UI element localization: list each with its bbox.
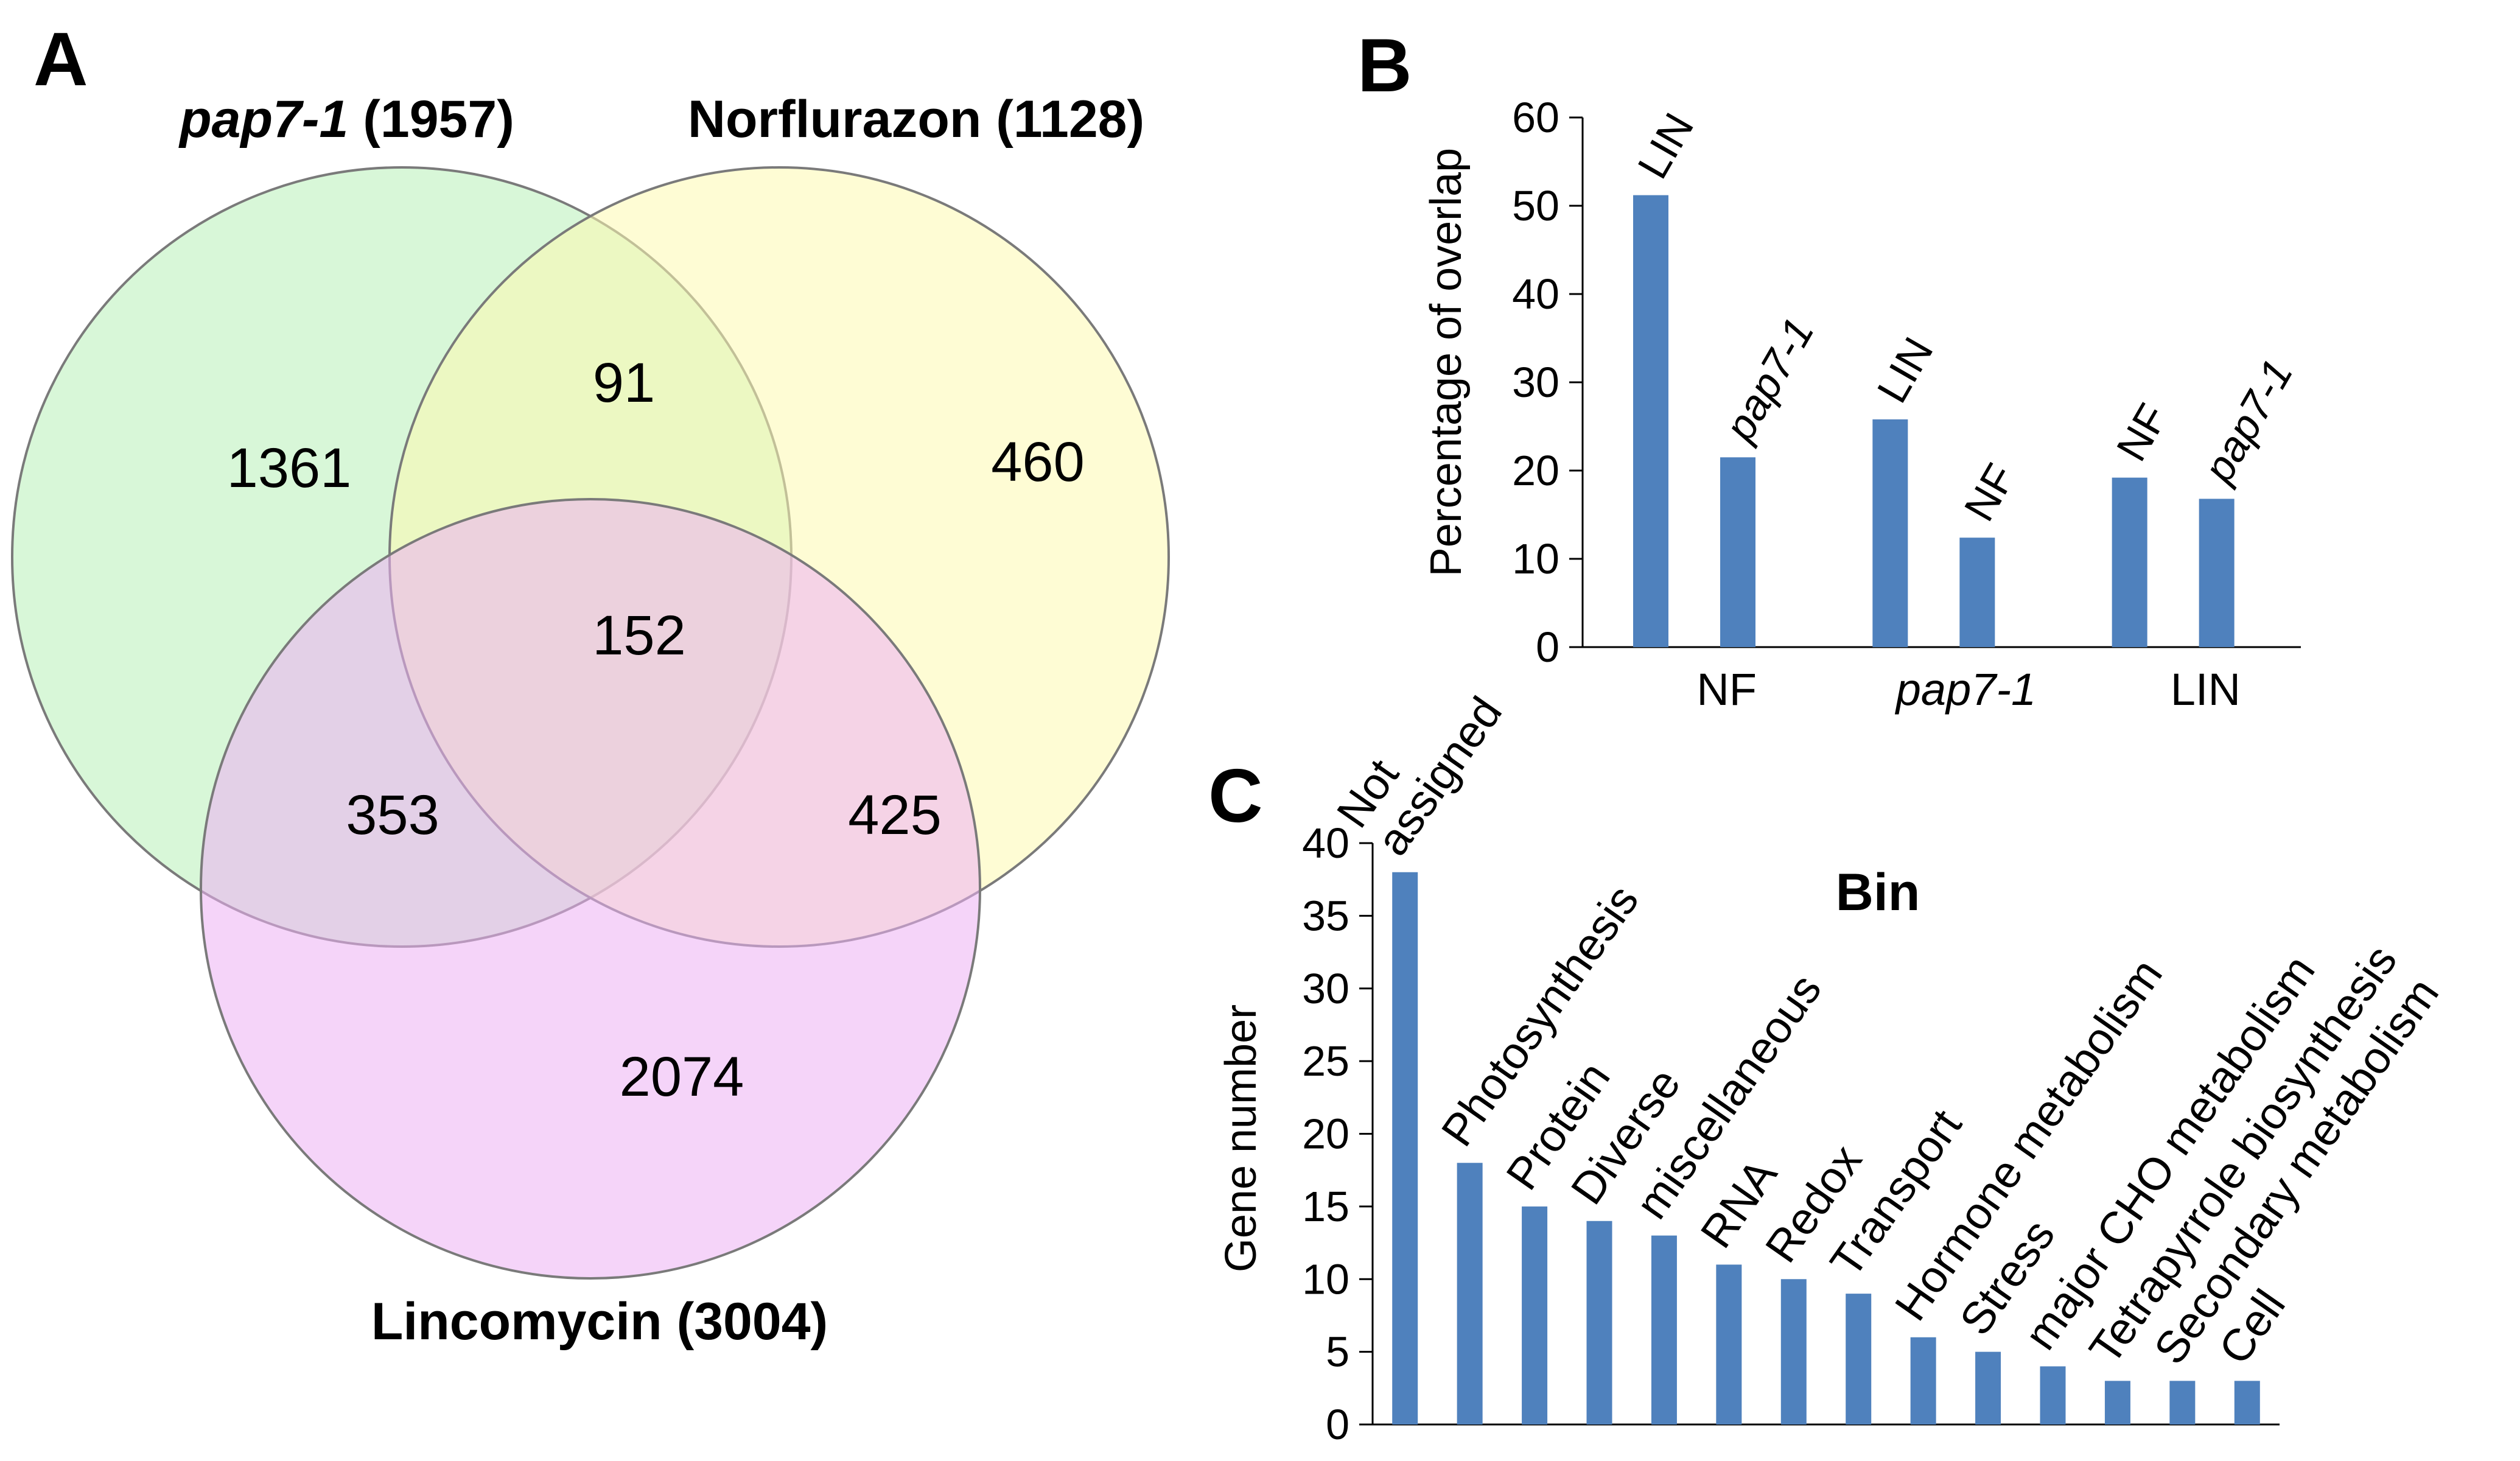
bin-bar [1910, 1337, 1936, 1424]
bin-bar-chart: C Bin Gene number 0 5 10 15 20 25 30 35 40Notass… [1208, 660, 2448, 1448]
overlap-bar [2199, 499, 2235, 647]
venn-region-pap7-lincomycin: 353 [346, 784, 439, 846]
venn-set-title-pap7: pap7-1 (1957) [178, 90, 514, 149]
venn-region-norflurazon-only: 460 [991, 431, 1085, 493]
overlap-y-tick-label: 10 [1512, 535, 1559, 583]
overlap-bar-label: LIN [1628, 105, 1703, 186]
bin-bar [1651, 1235, 1677, 1424]
overlap-bar-chart: B Percentage of overlap 0102030405060NFL… [1357, 24, 2302, 715]
bin-bar [2040, 1366, 2066, 1424]
overlap-group-label: NF [1696, 664, 1757, 715]
venn-region-pap7-only: 1361 [227, 437, 352, 499]
venn-region-pap7-norflurazon: 91 [593, 352, 655, 414]
bin-y-tick-label: 20 [1302, 1110, 1349, 1158]
bin-bar [1846, 1294, 1872, 1424]
venn-set-title-norflurazon: Norflurazon (1128) [688, 90, 1144, 149]
overlap-y-tick-label: 30 [1512, 359, 1559, 406]
panel-c-label: C [1208, 754, 1263, 838]
bin-bar [1522, 1206, 1548, 1424]
bin-bar [2234, 1381, 2260, 1424]
overlap-bar-label: NF [2107, 396, 2177, 469]
bin-y-tick-label: 25 [1302, 1037, 1349, 1085]
overlap-bar-label: pap7-1 [2194, 351, 2302, 491]
venn-region-lincomycin-only: 2074 [620, 1046, 744, 1108]
overlap-y-tick-label: 60 [1512, 94, 1559, 141]
overlap-bar [1959, 538, 1995, 647]
bin-bar [2104, 1381, 2130, 1424]
bin-bar [1586, 1221, 1612, 1424]
overlap-bar [1872, 419, 1908, 647]
bin-y-tick-label: 15 [1302, 1183, 1349, 1230]
overlap-y-tick-label: 0 [1536, 623, 1559, 671]
overlap-bar-label: pap7-1 [1715, 310, 1823, 449]
overlap-y-axis-title: Percentage of overlap [1422, 148, 1471, 576]
bin-y-tick-label: 0 [1326, 1401, 1349, 1448]
overlap-y-tick-label: 20 [1512, 447, 1559, 494]
panel-b-label: B [1357, 24, 1412, 108]
overlap-bar [2112, 477, 2147, 647]
bin-bar [1716, 1264, 1742, 1424]
bin-y-tick-label: 5 [1326, 1328, 1349, 1376]
overlap-group-label: LIN [2171, 664, 2241, 715]
overlap-y-tick-label: 40 [1512, 270, 1559, 318]
bin-bar [2169, 1381, 2196, 1424]
venn-circle-lincomycin [200, 498, 981, 1280]
bin-bar [1457, 1163, 1483, 1424]
bin-category-label: Secondary metabolism [2144, 969, 2448, 1373]
venn-set-title-pap7-count: (1957) [348, 90, 514, 149]
bin-y-tick-label: 40 [1302, 819, 1349, 867]
bin-bar [1780, 1279, 1807, 1424]
bin-y-axis-title: Gene number [1217, 1004, 1265, 1272]
bin-bar [1975, 1351, 2001, 1424]
overlap-bar [1633, 195, 1668, 648]
venn-region-all-three: 152 [592, 604, 686, 667]
overlap-bar-label: LIN [1868, 329, 1942, 410]
bin-bar [1392, 872, 1418, 1424]
venn-set-title-pap7-italic: pap7-1 [178, 90, 348, 149]
bin-category-label-line: Secondary metabolism [2144, 969, 2448, 1373]
overlap-y-tick-label: 50 [1512, 182, 1559, 229]
venn-region-norflurazon-lincomycin: 425 [848, 784, 942, 846]
bin-y-tick-label: 10 [1302, 1255, 1349, 1303]
panel-a-label: A [33, 18, 88, 102]
overlap-group-label: pap7-1 [1895, 664, 2036, 715]
venn-set-title-lincomycin: Lincomycin (3004) [371, 1292, 828, 1351]
bin-y-tick-label: 30 [1302, 965, 1349, 1012]
bin-chart-title: Bin [1836, 863, 1920, 922]
bin-y-tick-label: 35 [1302, 892, 1349, 939]
venn-panel: A pap7-1 (1957) Norflurazon (1128) Linco… [11, 18, 1170, 1351]
overlap-bar-label: NF [1955, 456, 2025, 529]
bin-category-label: Notassigned [1327, 660, 1511, 864]
overlap-bar [1720, 457, 1755, 647]
